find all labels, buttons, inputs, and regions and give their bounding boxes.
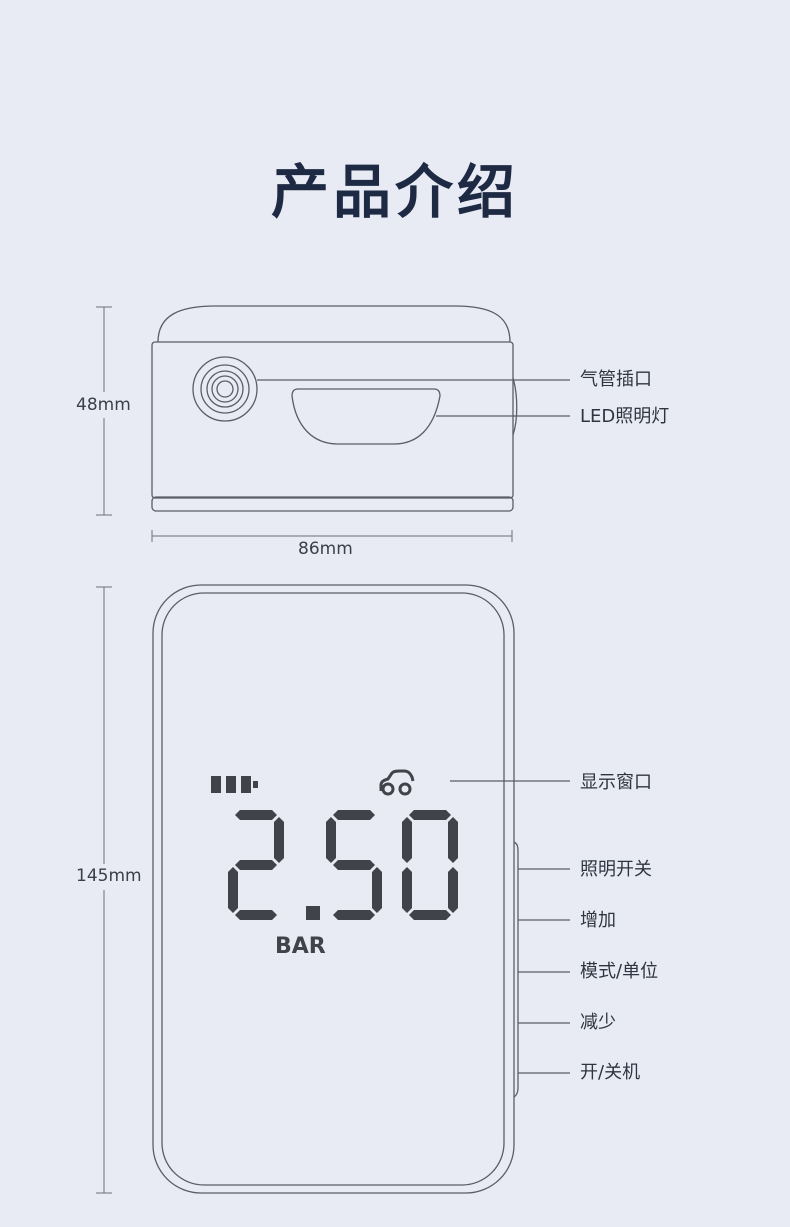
segment-2-g	[235, 860, 277, 870]
car-icon	[379, 769, 415, 796]
segment-5-d	[333, 910, 375, 920]
dimension-lines-front	[96, 586, 112, 1194]
callout-mode-unit: 模式/单位	[580, 961, 659, 982]
front-view	[152, 584, 570, 1194]
top-view	[151, 305, 570, 512]
callout-display-window: 显示窗口	[580, 772, 652, 793]
segment-0-f	[402, 817, 412, 863]
callout-power: 开/关机	[580, 1062, 641, 1083]
segment-0-e	[402, 867, 412, 913]
pressure-reading	[228, 810, 458, 920]
dimension-height-front: 145mm	[76, 866, 142, 886]
segment-0-c	[448, 867, 458, 913]
segment-0-a	[409, 810, 451, 820]
segment-0-d	[409, 910, 451, 920]
callout-decrease: 减少	[580, 1012, 616, 1033]
page-title: 产品介绍	[270, 158, 519, 226]
battery-bar	[241, 776, 251, 793]
segment-2-b	[274, 817, 284, 863]
dimension-lines-top	[96, 306, 513, 542]
battery-bar	[226, 776, 236, 793]
segment-5-a	[333, 810, 375, 820]
dimension-width-top: 86mm	[298, 539, 353, 559]
callout-increase: 增加	[580, 910, 616, 931]
segment-0-b	[448, 817, 458, 863]
segment-5-g	[333, 860, 375, 870]
pressure-unit: BAR	[275, 934, 326, 959]
callout-light-switch: 照明开关	[580, 859, 652, 880]
battery-tip	[253, 781, 258, 788]
segment-5-f	[326, 817, 336, 863]
callout-air-hose-port: 气管插口	[580, 369, 652, 390]
air-hose-port-icon	[192, 356, 258, 422]
callout-led-light: LED照明灯	[580, 406, 670, 427]
segment-2-e	[228, 867, 238, 913]
battery-bar	[211, 776, 221, 793]
battery-icon	[211, 776, 258, 793]
led-window	[291, 388, 441, 445]
segment-2-d	[235, 910, 277, 920]
segment-5-c	[372, 867, 382, 913]
dimension-height-top: 48mm	[76, 395, 131, 415]
decimal-point	[306, 906, 320, 920]
segment-2-a	[235, 810, 277, 820]
